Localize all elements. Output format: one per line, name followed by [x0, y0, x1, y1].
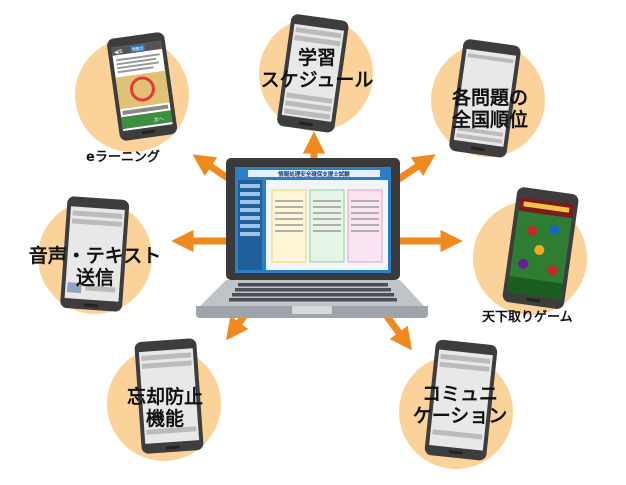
label-ranking-line2: 全国順位 — [451, 108, 528, 131]
label-comm-line1: コミュニ — [421, 383, 498, 405]
label-ranking: 各問題の 全国順位 — [425, 87, 555, 132]
phone-answer-label: 問題文 — [131, 44, 144, 52]
laptop-screen-title: 情報処理安全確保支援士試験 — [278, 170, 350, 178]
label-forget-line2: 機能 — [145, 407, 184, 430]
label-comm-line2: ケーション — [412, 404, 508, 427]
label-forget: 忘却防止 機能 — [110, 386, 220, 431]
label-elearning: eラーニング — [86, 150, 160, 165]
phone-back-label: ◀戻 — [114, 48, 124, 56]
label-voice-line2: 送信 — [75, 266, 114, 289]
label-voice: 音声・テキスト 送信 — [20, 245, 170, 290]
phone-game — [502, 187, 579, 309]
laptop-keyboard — [229, 283, 397, 302]
phone-comm — [424, 339, 498, 461]
phone-next-label: 次へ — [153, 115, 164, 123]
phone-forget — [134, 338, 204, 454]
phone-schedule — [277, 14, 349, 133]
phone-ranking — [449, 39, 521, 158]
label-schedule: 学習 スケジュール — [252, 47, 382, 92]
label-voice-line1: 音声・テキスト — [28, 245, 162, 267]
laptop: 情報処理安全確保支援士試験 — [196, 158, 428, 318]
label-forget-line1: 忘却防止 — [126, 386, 203, 408]
label-ranking-line1: 各問題の — [451, 87, 528, 109]
label-schedule-line1: 学習 — [297, 47, 336, 69]
phone-voice — [60, 196, 130, 312]
label-game: 天下取りゲーム — [482, 310, 573, 325]
label-comm: コミュニ ケーション — [400, 383, 520, 428]
phone-elearning: ◀戻 問題文 次へ — [107, 32, 178, 141]
label-schedule-line2: スケジュール — [260, 68, 374, 91]
